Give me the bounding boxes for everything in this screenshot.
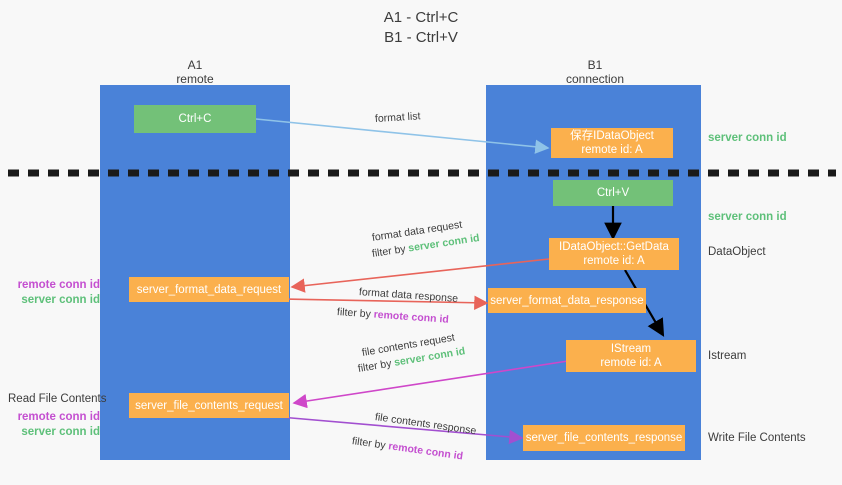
left-note-group-format: remote conn id server conn id	[8, 278, 100, 308]
note-istream: Istream	[708, 350, 747, 362]
left-note-server-conn-id-2: server conn id	[21, 426, 100, 438]
node-istream[interactable]: IStream remote id: A	[566, 340, 696, 372]
node-getdata-title: IDataObject::GetData	[559, 241, 669, 253]
note-write-file-contents: Write File Contents	[708, 432, 806, 444]
node-server-file-contents-request-label: server_file_contents_request	[135, 399, 283, 412]
label-filter-by-2: filter by	[336, 306, 372, 321]
title-line-1: A1 - Ctrl+C	[383, 9, 459, 26]
note-dataobject: DataObject	[708, 246, 766, 258]
node-ctrl-c[interactable]: Ctrl+C	[134, 105, 256, 133]
node-istream-title: IStream	[610, 343, 652, 355]
diagram-title: A1 - Ctrl+C B1 - Ctrl+V	[0, 8, 842, 48]
node-ctrl-v[interactable]: Ctrl+V	[553, 180, 673, 206]
lane-b1-sub: connection	[565, 72, 625, 86]
lane-a1-sub: remote	[176, 72, 214, 86]
node-ctrl-c-label: Ctrl+C	[178, 113, 212, 125]
node-idataobject[interactable]: 保存IDataObject remote id: A	[551, 128, 673, 158]
node-server-file-contents-response-label: server_file_contents_response	[525, 432, 683, 444]
lane-header-a1: A1 remote	[140, 58, 250, 86]
node-getdata-sub: remote id: A	[583, 255, 645, 267]
note-server-conn-id-mid: server conn id	[708, 211, 787, 223]
node-idataobject-title: 保存IDataObject	[570, 130, 654, 142]
node-server-format-data-response-label: server_format_data_response	[490, 294, 644, 307]
node-server-format-data-request[interactable]: server_format_data_request	[129, 277, 289, 302]
note-server-conn-id-top: server conn id	[708, 132, 787, 144]
node-idataobject-sub: remote id: A	[581, 144, 643, 156]
left-note-remote-conn-id-2: remote conn id	[17, 411, 100, 423]
left-note-server-conn-id-1: server conn id	[21, 294, 100, 306]
note-read-file-contents: Read File Contents	[8, 393, 107, 405]
node-istream-sub: remote id: A	[600, 357, 662, 369]
node-server-format-data-request-label: server_format_data_request	[136, 283, 282, 296]
arrow-format-list	[255, 118, 550, 154]
lane-header-b1: B1 connection	[540, 58, 650, 86]
left-note-remote-conn-id-1: remote conn id	[17, 279, 100, 291]
node-server-file-contents-response[interactable]: server_file_contents_response	[523, 425, 685, 451]
node-idataobject-getdata[interactable]: IDataObject::GetData remote id: A	[549, 238, 679, 270]
node-server-file-contents-request[interactable]: server_file_contents_request	[129, 393, 289, 418]
lane-b1-name: B1	[587, 58, 603, 72]
arrow-file-contents-request	[292, 360, 569, 409]
node-server-format-data-response[interactable]: server_format_data_response	[488, 288, 646, 313]
node-ctrl-v-label: Ctrl+V	[596, 187, 630, 199]
left-note-group-file: remote conn id server conn id	[8, 410, 100, 440]
title-line-2: B1 - Ctrl+V	[384, 29, 458, 46]
lane-a1-name: A1	[187, 58, 203, 72]
arrow-format-data-request	[290, 258, 550, 293]
label-format-list: format list	[374, 110, 421, 125]
